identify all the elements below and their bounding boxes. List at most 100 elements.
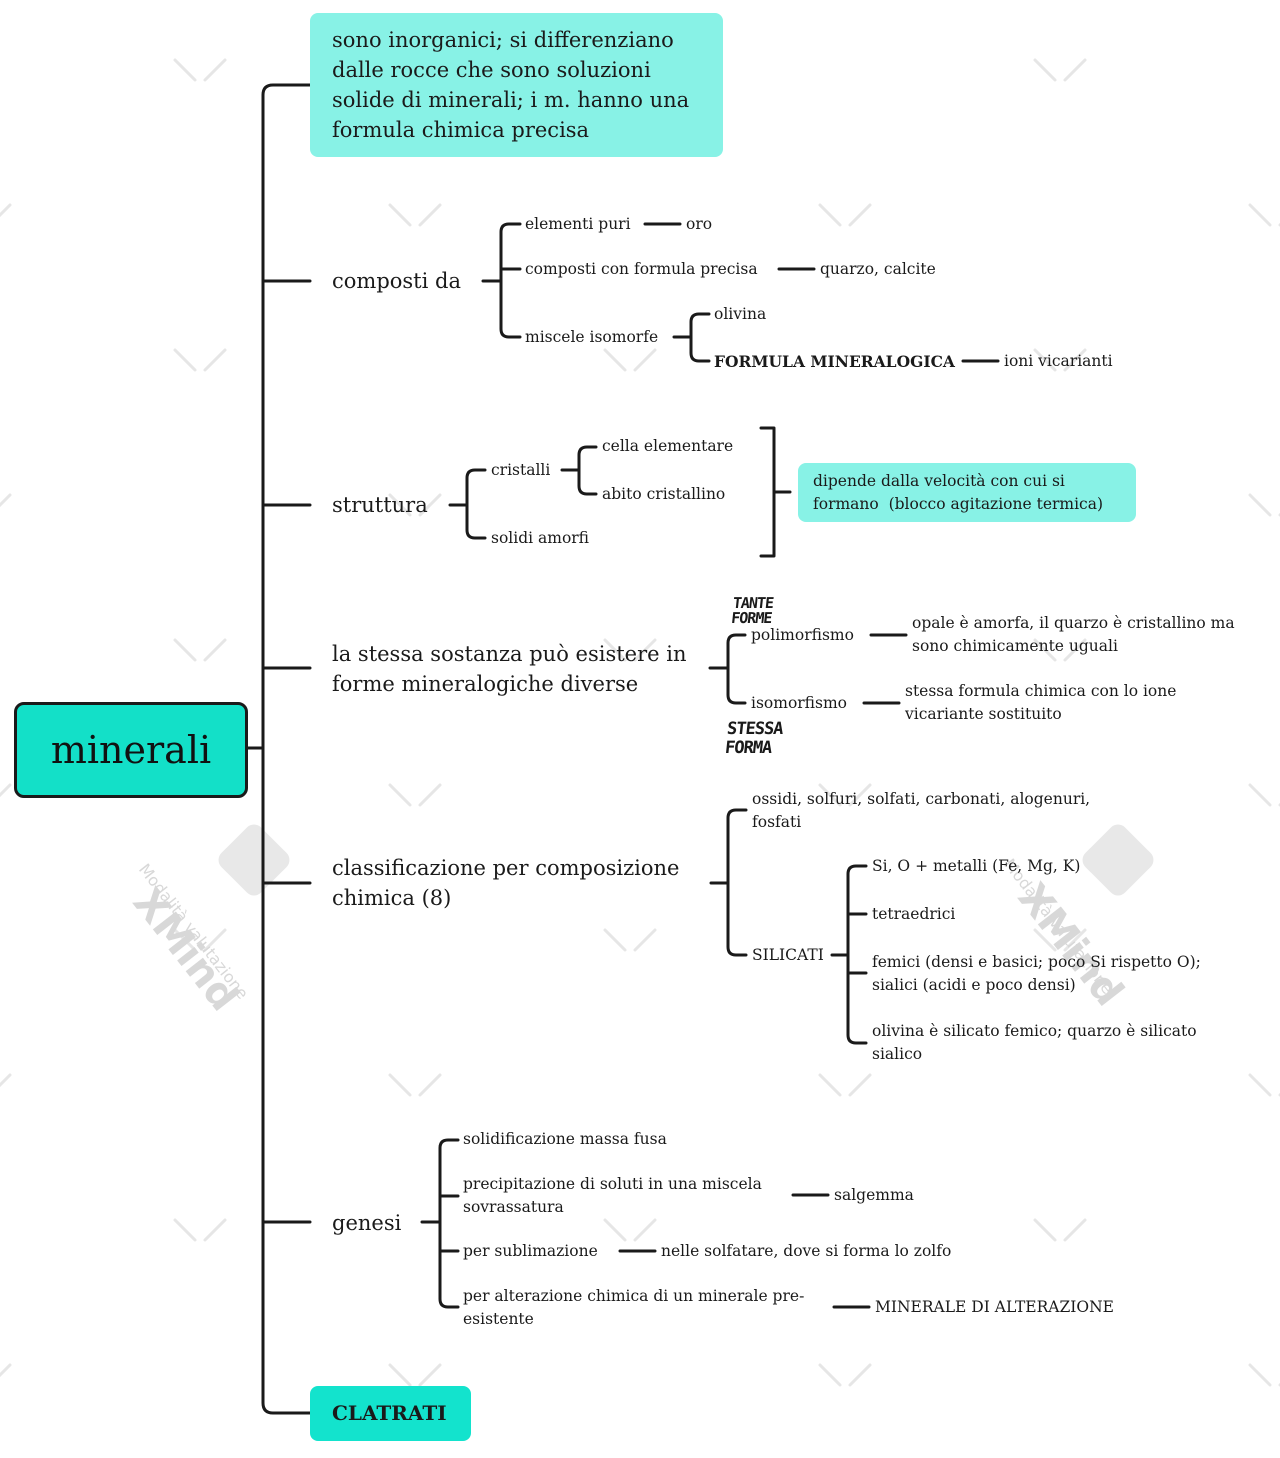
alterazione-node[interactable]: per alterazione chimica di un minerale p… xyxy=(463,1287,805,1328)
polimorfismo-node[interactable]: polimorfismo xyxy=(751,626,854,644)
oro-node[interactable]: oro xyxy=(686,215,713,233)
watermark-mark xyxy=(603,348,627,372)
genesi-topic[interactable]: genesi xyxy=(332,1211,402,1235)
watermark-mark xyxy=(173,928,197,952)
watermark-mark xyxy=(1248,783,1272,807)
watermark-mark xyxy=(418,1363,442,1387)
watermark-mark xyxy=(633,1218,657,1242)
watermark-mark xyxy=(818,1363,842,1387)
formula-mineralogica-node[interactable]: FORMULA MINERALOGICA xyxy=(714,352,955,371)
watermark-mark xyxy=(0,1363,12,1378)
watermark-mark xyxy=(1063,638,1087,662)
isomorfismo-desc-node[interactable]: stessa formula chimica con lo ione vicar… xyxy=(905,682,1177,723)
watermark-mark xyxy=(203,638,227,662)
watermark-mark xyxy=(1063,58,1087,82)
watermark-mark xyxy=(818,203,842,227)
watermark-mark xyxy=(848,1363,872,1387)
ioni-vicarianti-node[interactable]: ioni vicarianti xyxy=(1004,352,1113,370)
watermark-mark xyxy=(418,1073,442,1097)
miscele-isomorfe-node[interactable]: miscele isomorfe xyxy=(525,328,659,346)
watermark-mark xyxy=(388,493,412,517)
central-topic[interactable]: minerali xyxy=(14,702,248,798)
salgemma-node[interactable]: salgemma xyxy=(834,1186,914,1204)
struttura-topic[interactable]: struttura xyxy=(332,493,428,517)
olivina-node[interactable]: olivina xyxy=(714,305,767,323)
abito-cristallino-node[interactable]: abito cristallino xyxy=(602,485,726,503)
solfatare-node[interactable]: nelle solfatare, dove si forma lo zolfo xyxy=(661,1242,952,1260)
watermark-mark xyxy=(1033,1218,1057,1242)
tetraedrici-node[interactable]: tetraedrici xyxy=(872,905,956,923)
watermark-mark xyxy=(418,493,442,517)
watermark-mark xyxy=(1063,1218,1087,1242)
quarzo-calcite-node[interactable]: quarzo, calcite xyxy=(820,260,936,278)
ossidi-node[interactable]: ossidi, solfuri, solfati, carbonati, alo… xyxy=(752,790,1091,831)
elementi-puri-node[interactable]: elementi puri xyxy=(525,215,631,233)
watermark-mark xyxy=(388,1363,412,1387)
minerale-alterazione-node[interactable]: MINERALE DI ALTERAZIONE xyxy=(875,1298,1114,1316)
watermark-mark xyxy=(1248,493,1272,517)
solidi-amorfi-node[interactable]: solidi amorfi xyxy=(491,529,590,547)
forme-topic[interactable]: la stessa sostanza può esistere in forme… xyxy=(332,642,687,696)
watermark-mark xyxy=(603,638,627,662)
watermark-mark xyxy=(1063,928,1087,952)
watermark-mark xyxy=(418,783,442,807)
watermark-mark xyxy=(0,203,12,218)
watermark-mark xyxy=(848,203,872,227)
watermark-mark xyxy=(633,348,657,372)
watermark-mark xyxy=(848,783,872,807)
definition-text: sono inorganici; si differenziano dalle … xyxy=(332,28,690,142)
watermark-mark xyxy=(388,783,412,807)
clatrati-label: CLATRATI xyxy=(332,1401,447,1425)
watermark-mark xyxy=(0,783,12,798)
watermark-mark xyxy=(1248,1363,1272,1387)
watermark-mark xyxy=(418,203,442,227)
watermark-mark xyxy=(603,1218,627,1242)
handwritten-tante-forme: TANTE FORME xyxy=(730,594,774,627)
watermark-mark xyxy=(1033,348,1057,372)
central-topic-label: minerali xyxy=(50,728,212,772)
trunk-vertical xyxy=(261,83,312,1415)
watermark-mark xyxy=(203,928,227,952)
si-o-metalli-node[interactable]: Si, O + metalli (Fe, Mg, K) xyxy=(872,857,1081,875)
watermark-mark xyxy=(173,1218,197,1242)
sublimazione-node[interactable]: per sublimazione xyxy=(463,1242,598,1260)
velocita-note-text: dipende dalla velocità con cui si forman… xyxy=(813,472,1104,513)
formula-precisa-node[interactable]: composti con formula precisa xyxy=(525,260,758,278)
watermark-mark xyxy=(203,1218,227,1242)
watermark-mark xyxy=(388,1073,412,1097)
watermark-mark xyxy=(203,348,227,372)
watermark-mark xyxy=(0,493,12,508)
watermark-mark xyxy=(173,58,197,82)
silicati-node[interactable]: SILICATI xyxy=(752,946,824,964)
velocita-note-box[interactable] xyxy=(798,463,1136,522)
olivina-silicato-node[interactable]: olivina è silicato femico; quarzo è sili… xyxy=(872,1022,1197,1063)
watermark-mark xyxy=(0,1073,12,1088)
watermark-mark xyxy=(1033,638,1057,662)
watermark-mark xyxy=(388,203,412,227)
handwritten-stessa-forma: STESSA FORMA xyxy=(724,719,784,758)
watermark-mark xyxy=(173,348,197,372)
solidificazione-node[interactable]: solidificazione massa fusa xyxy=(463,1130,667,1148)
composti-topic[interactable]: composti da xyxy=(332,269,461,293)
watermark-mark xyxy=(818,783,842,807)
watermark-mark xyxy=(1063,348,1087,372)
isomorfismo-node[interactable]: isomorfismo xyxy=(751,694,848,712)
watermark-mark xyxy=(1033,928,1057,952)
cella-elementare-node[interactable]: cella elementare xyxy=(602,437,734,455)
polimorfismo-desc-node[interactable]: opale è amorfa, il quarzo è cristallino … xyxy=(912,614,1235,655)
cristalli-node[interactable]: cristalli xyxy=(491,461,551,479)
watermark-mark xyxy=(633,928,657,952)
clatrati-box[interactable]: CLATRATI xyxy=(310,1386,471,1441)
definition-box[interactable] xyxy=(310,13,723,157)
precipitazione-node[interactable]: precipitazione di soluti in una miscela … xyxy=(463,1175,762,1216)
classificazione-topic[interactable]: classificazione per composizione chimica… xyxy=(332,856,680,910)
watermark-mark xyxy=(1248,203,1272,227)
watermark-mark xyxy=(848,1073,872,1097)
watermark-mark xyxy=(633,638,657,662)
watermark-mark xyxy=(1033,58,1057,82)
watermark-mark xyxy=(818,1073,842,1097)
watermark-mark xyxy=(203,58,227,82)
femici-sialici-node[interactable]: femici (densi e basici; poco Si rispetto… xyxy=(872,953,1201,994)
